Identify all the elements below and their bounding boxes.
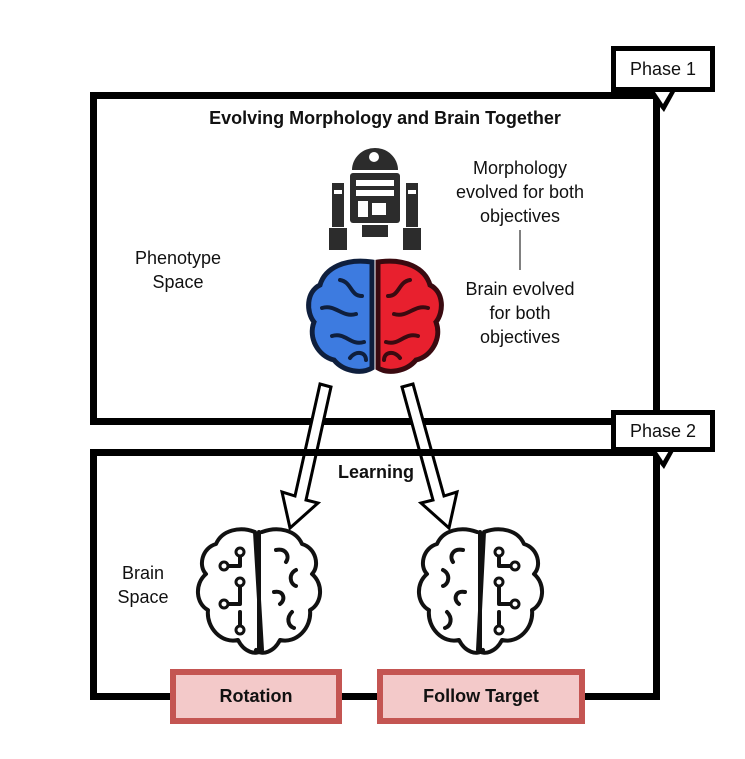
brain-space-label: Brain Space	[98, 561, 188, 609]
brain-note: Brain evolved for both objectives	[445, 277, 595, 349]
phenotype-space-label: Phenotype Space	[118, 246, 238, 294]
follow-target-task-box: Follow Target	[377, 669, 585, 724]
phase2-frame	[90, 449, 660, 700]
phase2-tab: Phase 2	[611, 410, 715, 452]
morphology-note-l3: objectives	[479, 206, 561, 226]
phase2-title: Learning	[337, 462, 414, 482]
phenotype-line2: Space	[152, 272, 204, 292]
brain-space-l2: Space	[117, 587, 169, 607]
morphology-note-l2: evolved for both	[455, 182, 585, 202]
phase1-tab: Phase 1	[611, 46, 715, 92]
brain-note-l1: Brain evolved	[465, 279, 575, 299]
phase1-frame	[90, 92, 660, 425]
brain-note-l2: for both	[489, 303, 551, 323]
morphology-note-l1: Morphology	[472, 158, 568, 178]
phenotype-line1: Phenotype	[134, 248, 222, 268]
morphology-note: Morphology evolved for both objectives	[445, 156, 595, 228]
phase1-title: Evolving Morphology and Brain Together	[209, 108, 561, 128]
rotation-task-box: Rotation	[170, 669, 342, 724]
brain-space-l1: Brain	[121, 563, 165, 583]
brain-note-l3: objectives	[479, 327, 561, 347]
